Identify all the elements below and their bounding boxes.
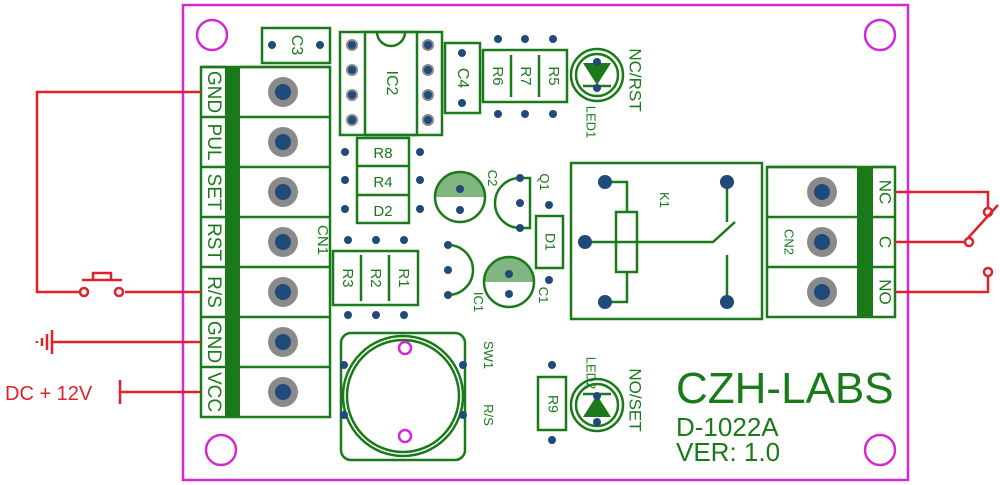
sw1-button[interactable]: SW1 R/S <box>339 331 496 462</box>
cn1-pin-label: RST <box>203 223 224 261</box>
ground-icon <box>35 330 201 354</box>
cn1-pin-label: GND <box>203 321 224 363</box>
r1-label: R1 <box>395 268 412 287</box>
sw1-function-label: R/S <box>481 404 496 426</box>
ic1-regulator <box>447 243 475 297</box>
mounting-hole <box>863 433 897 467</box>
ic1-label: IC1 <box>471 292 486 312</box>
mounting-hole <box>204 433 238 467</box>
led1: LED1 NC/RST <box>569 47 645 139</box>
resistor-array-r3-r2-r1: R3 R2 R1 <box>331 236 420 319</box>
r8-r4-d2-group: R8 R4 D2 <box>341 136 424 225</box>
c3-label: C3 <box>288 35 305 56</box>
mounting-hole <box>195 18 229 52</box>
d1-label: D1 <box>542 233 558 251</box>
r6-label: R6 <box>489 66 506 85</box>
cn2-label: CN2 <box>782 229 797 255</box>
sw1-label: SW1 <box>481 341 496 369</box>
cn1-pin-label: PUL <box>203 124 224 161</box>
external-wiring-right <box>895 190 999 294</box>
r9-label: R9 <box>545 395 561 413</box>
version-label: VER: 1.0 <box>676 437 780 467</box>
d1-diode <box>534 214 565 270</box>
c4-outline <box>443 41 482 115</box>
r7-label: R7 <box>517 66 534 85</box>
cn2-pin-label: NO <box>876 279 895 305</box>
led1-function-label: NC/RST <box>626 48 645 111</box>
c3-outline <box>260 26 332 65</box>
r4-label: R4 <box>373 174 392 191</box>
cn1-pin-label: VCC <box>203 372 224 412</box>
c1-label: C1 <box>536 287 551 304</box>
k1-label: K1 <box>657 192 672 208</box>
q1-label: Q1 <box>537 173 552 190</box>
r3-label: R3 <box>339 268 356 287</box>
cn1-pin-label: GND <box>203 71 224 113</box>
c4-label: C4 <box>454 68 471 89</box>
led2-label: LED2 <box>584 357 599 390</box>
model-number: D-1022A <box>676 412 779 442</box>
led1-label: LED1 <box>584 106 599 139</box>
ic2-label: IC2 <box>383 71 400 96</box>
c2-label: C2 <box>485 170 500 187</box>
resistor-array-r6-r7-r5: R6 R7 R5 <box>481 35 569 118</box>
ic2-chip: IC2 <box>338 30 444 137</box>
external-wiring-left: DC + 12V <box>5 90 201 405</box>
r9-resistor <box>536 375 568 432</box>
brand-name: CZH-LABS <box>676 364 894 413</box>
power-label: DC + 12V <box>5 383 93 405</box>
led2: LED2 NO/SET <box>569 357 645 433</box>
d2-label: D2 <box>373 203 392 220</box>
cn2-pin-label: C <box>876 236 895 248</box>
cn2-pin-label: NC <box>876 180 895 205</box>
led2-function-label: NO/SET <box>626 368 645 431</box>
cn1-label: CN1 <box>314 225 331 255</box>
cn2-connector: NC C NO CN2 <box>765 165 897 319</box>
cn1-pin-label: SET <box>203 174 224 211</box>
mounting-hole <box>863 18 897 52</box>
r8-label: R8 <box>373 145 392 162</box>
r2-label: R2 <box>367 268 384 287</box>
r5-label: R5 <box>545 66 562 85</box>
cn1-pin-label: R/S <box>203 276 224 308</box>
cn1-connector: GND PUL SET RST R/S GND VCC CN1 <box>199 65 332 419</box>
k1-relay: K1 <box>569 161 764 321</box>
